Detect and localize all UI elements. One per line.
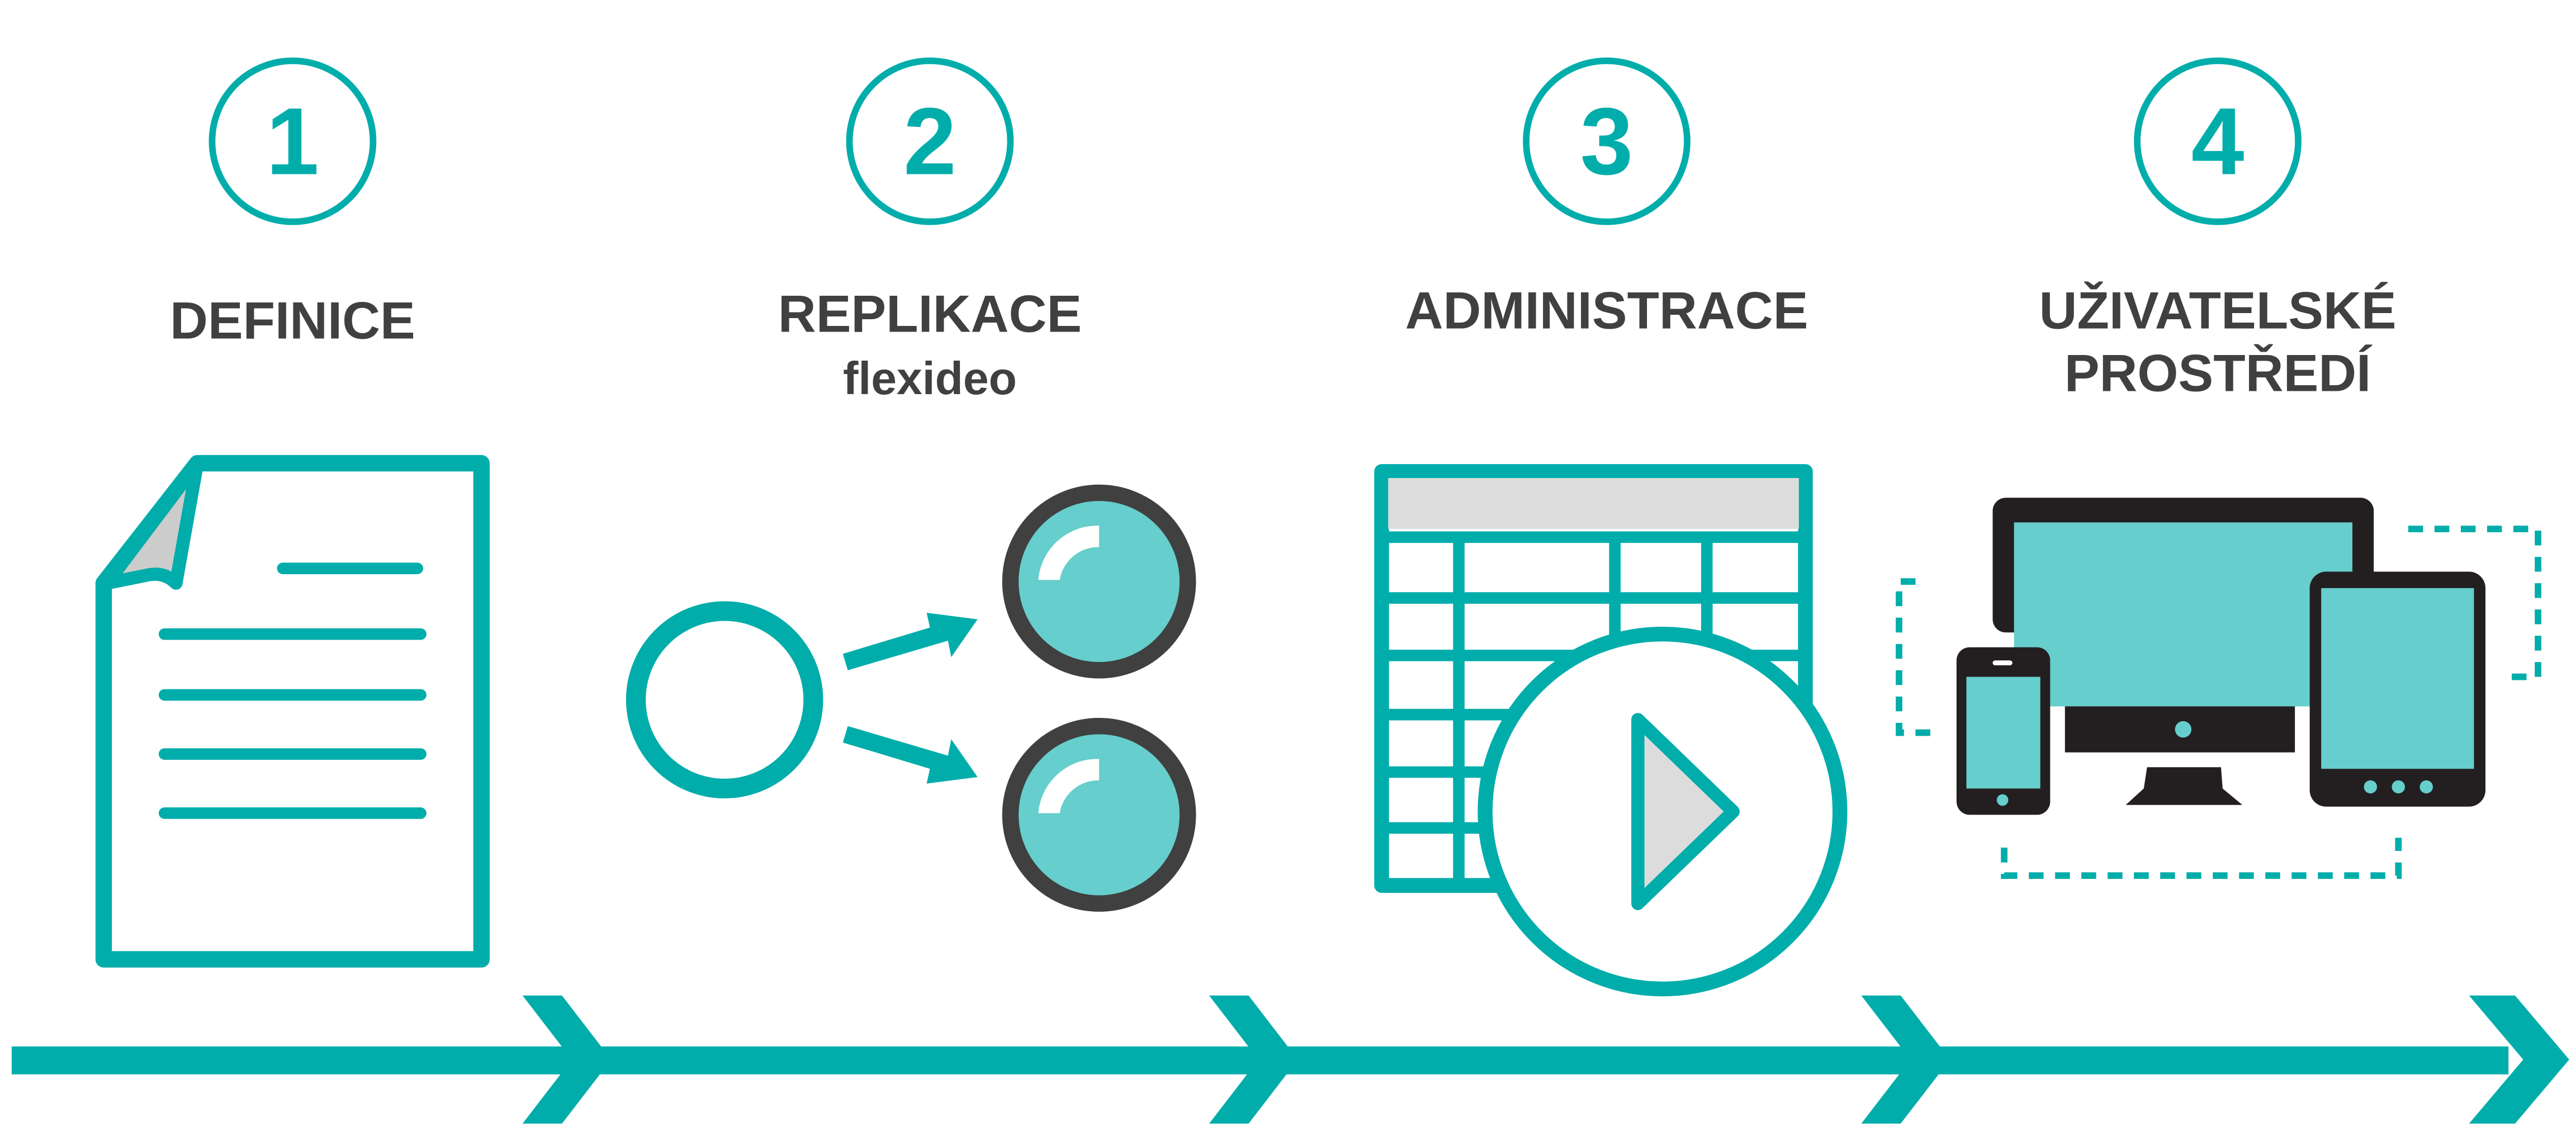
step-title: ADMINISTRACE — [1405, 281, 1808, 340]
timeline-chevron — [1861, 995, 1950, 1124]
timeline-chevron — [1209, 995, 1298, 1124]
step-subtitle: flexideo — [843, 353, 1017, 404]
step-title: REPLIKACE — [778, 285, 1082, 343]
step-1: 1 DEFINICE — [95, 57, 490, 968]
step-2: 2 REPLIKACE flexideo — [626, 57, 1196, 912]
step-4: 4 UŽIVATELSKÉ PROSTŘEDÍ — [1896, 57, 2541, 879]
step-number-badge — [1523, 57, 1690, 225]
step-number-badge — [846, 57, 1014, 225]
table-play-icon — [1374, 464, 1848, 997]
step-title: UŽIVATELSKÉ — [2039, 281, 2397, 340]
step-number: 2 — [903, 88, 956, 195]
timeline-chevron — [522, 995, 612, 1124]
step-3: 3 ADMINISTRACE — [1374, 57, 1848, 997]
document-icon — [95, 455, 490, 968]
step-number-badge — [2134, 57, 2302, 225]
timeline-arrow-icon — [11, 995, 2569, 1124]
step-number: 4 — [2191, 88, 2244, 195]
replication-icon — [626, 484, 1196, 912]
step-number: 1 — [266, 88, 319, 195]
timeline-chevron-end — [2469, 995, 2569, 1124]
step-number: 3 — [1580, 88, 1633, 195]
devices-icon — [1896, 498, 2541, 879]
step-title-line-2: PROSTŘEDÍ — [2064, 343, 2373, 402]
step-number-badge — [209, 57, 377, 225]
step-title: DEFINICE — [170, 291, 415, 349]
